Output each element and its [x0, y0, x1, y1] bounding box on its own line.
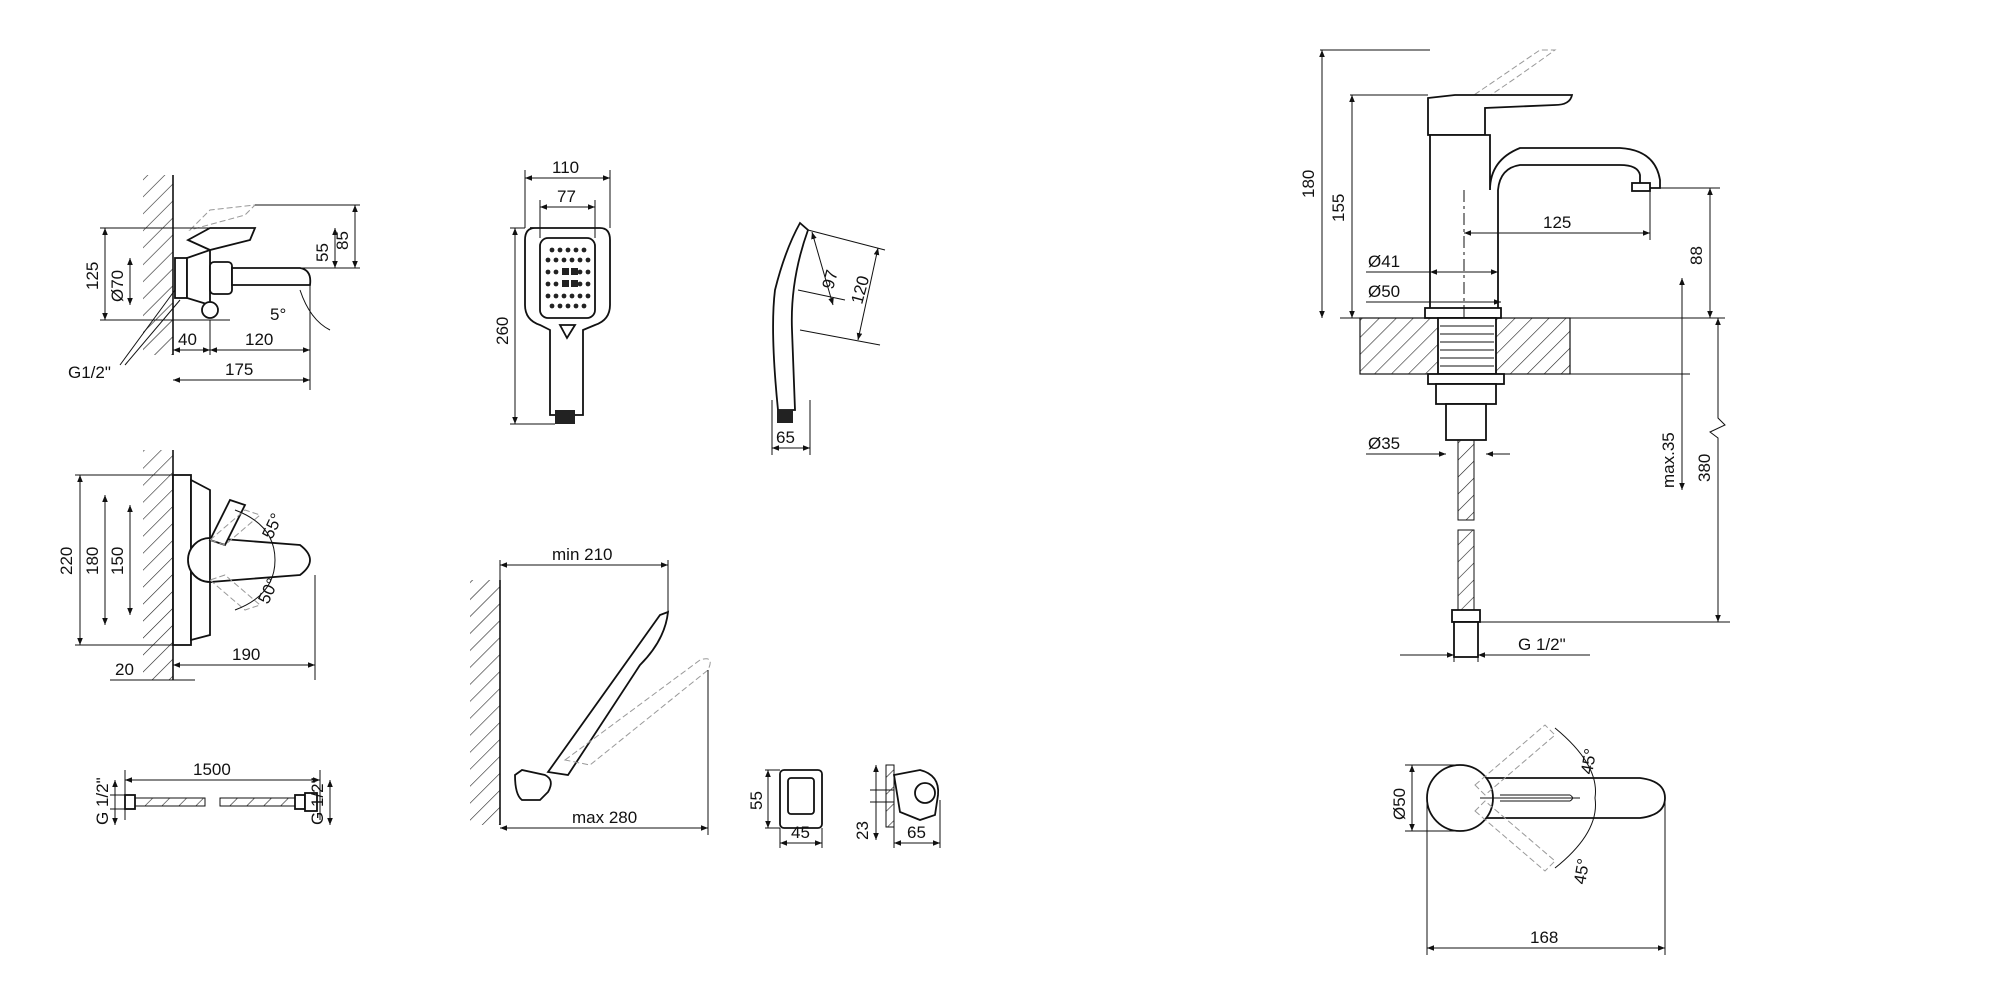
holder-side-view: 23 65 — [853, 764, 941, 848]
label-g12-hose-right: G 1/2" — [308, 777, 327, 825]
label-97: 97 — [819, 268, 842, 291]
label-77: 77 — [557, 187, 576, 206]
label-110: 110 — [552, 158, 579, 177]
wall-hatch-holder — [470, 580, 500, 825]
bath-mixer-top-view: 220 180 150 190 20 55° 50° — [57, 450, 316, 681]
basin-mixer-top-view: 45° 45° Ø50 168 — [1390, 724, 1666, 955]
label-55deg: 55° — [258, 510, 286, 541]
label-45-top: 45° — [1577, 747, 1600, 776]
label-260: 260 — [493, 317, 512, 345]
label-d41: Ø41 — [1368, 252, 1400, 271]
label-d35: Ø35 — [1368, 434, 1400, 453]
label-190: 190 — [232, 645, 260, 664]
label-max280: max 280 — [572, 808, 637, 827]
label-5deg: 5° — [270, 305, 286, 324]
label-d50-basin: Ø50 — [1368, 282, 1400, 301]
label-45-holder: 45 — [791, 823, 810, 842]
label-55: 55 — [313, 243, 332, 262]
label-min210: min 210 — [552, 545, 612, 564]
label-180-basin: 180 — [1299, 170, 1318, 198]
label-max35: max.35 — [1659, 432, 1678, 488]
label-65-holder: 65 — [907, 823, 926, 842]
thread-rings — [1440, 325, 1494, 367]
shower-holder-installation: min 210 max 280 — [470, 545, 711, 835]
label-d70: Ø70 — [108, 270, 127, 302]
holder-front-view: 55 45 — [747, 769, 823, 848]
label-155-basin: 155 — [1329, 194, 1348, 222]
label-40: 40 — [178, 330, 197, 349]
shower-hose: 1500 G 1/2" G 1/2" — [93, 760, 333, 825]
label-g12-bath: G1/2" — [68, 363, 111, 382]
label-65-side: 65 — [776, 428, 795, 447]
label-55-holder: 55 — [747, 791, 766, 810]
label-1500: 1500 — [193, 760, 231, 779]
label-220: 220 — [57, 547, 76, 575]
label-88: 88 — [1687, 246, 1706, 265]
label-20: 20 — [115, 660, 134, 679]
label-g12-basin: G 1/2" — [1518, 635, 1566, 654]
wall-hatch-top — [143, 450, 173, 680]
label-85: 85 — [333, 231, 352, 250]
shower-head-front: 110 77 260 — [493, 158, 611, 425]
shower-head-side: 97 120 65 — [771, 221, 886, 455]
label-125-basin: 125 — [1543, 213, 1571, 232]
label-150: 150 — [108, 547, 127, 575]
label-45-bottom: 45° — [1570, 857, 1593, 886]
label-125: 125 — [83, 262, 102, 290]
basin-mixer-side-view: 180 155 Ø41 Ø50 125 88 Ø35 max.35 380 G … — [1299, 49, 1730, 662]
label-50deg: 50° — [254, 575, 282, 606]
nozzle-grid — [545, 247, 591, 309]
label-168: 168 — [1530, 928, 1558, 947]
label-380: 380 — [1695, 454, 1714, 482]
label-d50-top: Ø50 — [1390, 788, 1409, 820]
label-120: 120 — [245, 330, 273, 349]
wall-hatch — [143, 175, 173, 355]
bath-mixer-side-view: 125 Ø70 55 85 40 120 175 5° G1/2" — [68, 175, 360, 390]
label-120-side: 120 — [848, 274, 874, 306]
label-180: 180 — [83, 547, 102, 575]
label-g12-hose-left: G 1/2" — [93, 777, 112, 825]
label-23-holder: 23 — [853, 821, 872, 840]
label-175: 175 — [225, 360, 253, 379]
